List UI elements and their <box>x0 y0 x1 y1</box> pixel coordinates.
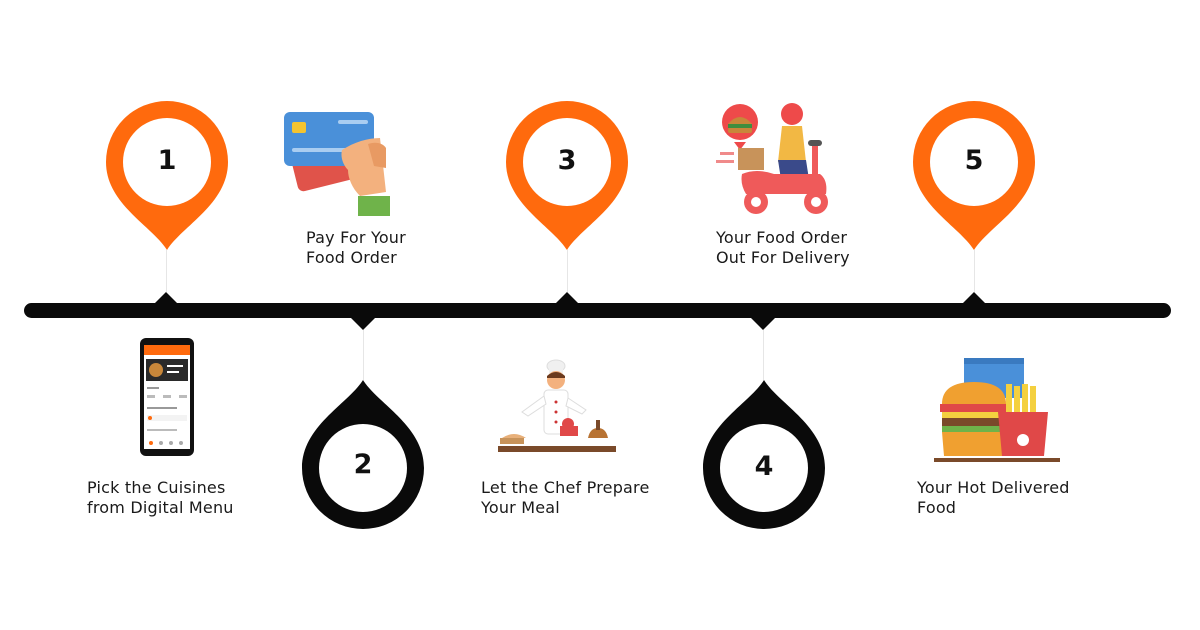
step-5-label: Your Hot Delivered Food <box>917 478 1070 518</box>
chef-icon <box>498 358 616 458</box>
step-3-marker: 3 <box>498 92 636 252</box>
stem-4 <box>763 330 764 380</box>
map-pin-icon <box>106 101 228 250</box>
step-3-number: 3 <box>557 145 577 176</box>
stem-2 <box>363 330 364 380</box>
step-4-marker: 4 <box>695 378 833 540</box>
step-2-marker: 2 <box>294 378 432 538</box>
step-4-label-line1: Your Food Order <box>716 228 848 247</box>
step-2-label-line2: Food Order <box>306 248 397 267</box>
step-1-marker: 1 <box>98 92 236 252</box>
step-4-label: Your Food Order Out For Delivery <box>716 228 850 268</box>
step-4-number: 4 <box>754 451 774 482</box>
timeline-notch-4 <box>751 318 775 330</box>
step-3-label-line1: Let the Chef Prepare <box>481 478 650 497</box>
timeline-bar <box>24 303 1171 318</box>
step-2-number: 2 <box>353 449 373 480</box>
phone-menu-icon <box>139 337 195 457</box>
map-pin-icon <box>703 380 825 529</box>
step-4-label-line2: Out For Delivery <box>716 248 850 267</box>
burger-fries-icon <box>934 356 1060 464</box>
timeline-notch-2 <box>351 318 375 330</box>
timeline-notch-3 <box>555 292 579 304</box>
step-5-label-line1: Your Hot Delivered <box>917 478 1070 497</box>
step-2-label-line1: Pay For Your <box>306 228 406 247</box>
step-1-label-line2: from Digital Menu <box>87 498 234 517</box>
step-3-label: Let the Chef Prepare Your Meal <box>481 478 650 518</box>
timeline-notch-5 <box>962 292 986 304</box>
step-2-label: Pay For Your Food Order <box>306 228 406 268</box>
delivery-scooter-icon <box>716 102 838 218</box>
step-3-label-line2: Your Meal <box>481 498 560 517</box>
step-1-number: 1 <box>157 145 177 176</box>
map-pin-icon <box>506 101 628 250</box>
step-5-number: 5 <box>964 145 984 176</box>
map-pin-icon <box>302 380 424 529</box>
step-1-label-line1: Pick the Cuisines <box>87 478 226 497</box>
timeline-notch-1 <box>154 292 178 304</box>
step-5-marker: 5 <box>905 92 1043 252</box>
step-1-label: Pick the Cuisines from Digital Menu <box>87 478 234 518</box>
stem-5 <box>974 250 975 292</box>
stem-1 <box>166 250 167 292</box>
stem-3 <box>567 250 568 292</box>
credit-card-icon <box>282 108 394 220</box>
map-pin-icon <box>913 101 1035 250</box>
step-5-label-line2: Food <box>917 498 957 517</box>
